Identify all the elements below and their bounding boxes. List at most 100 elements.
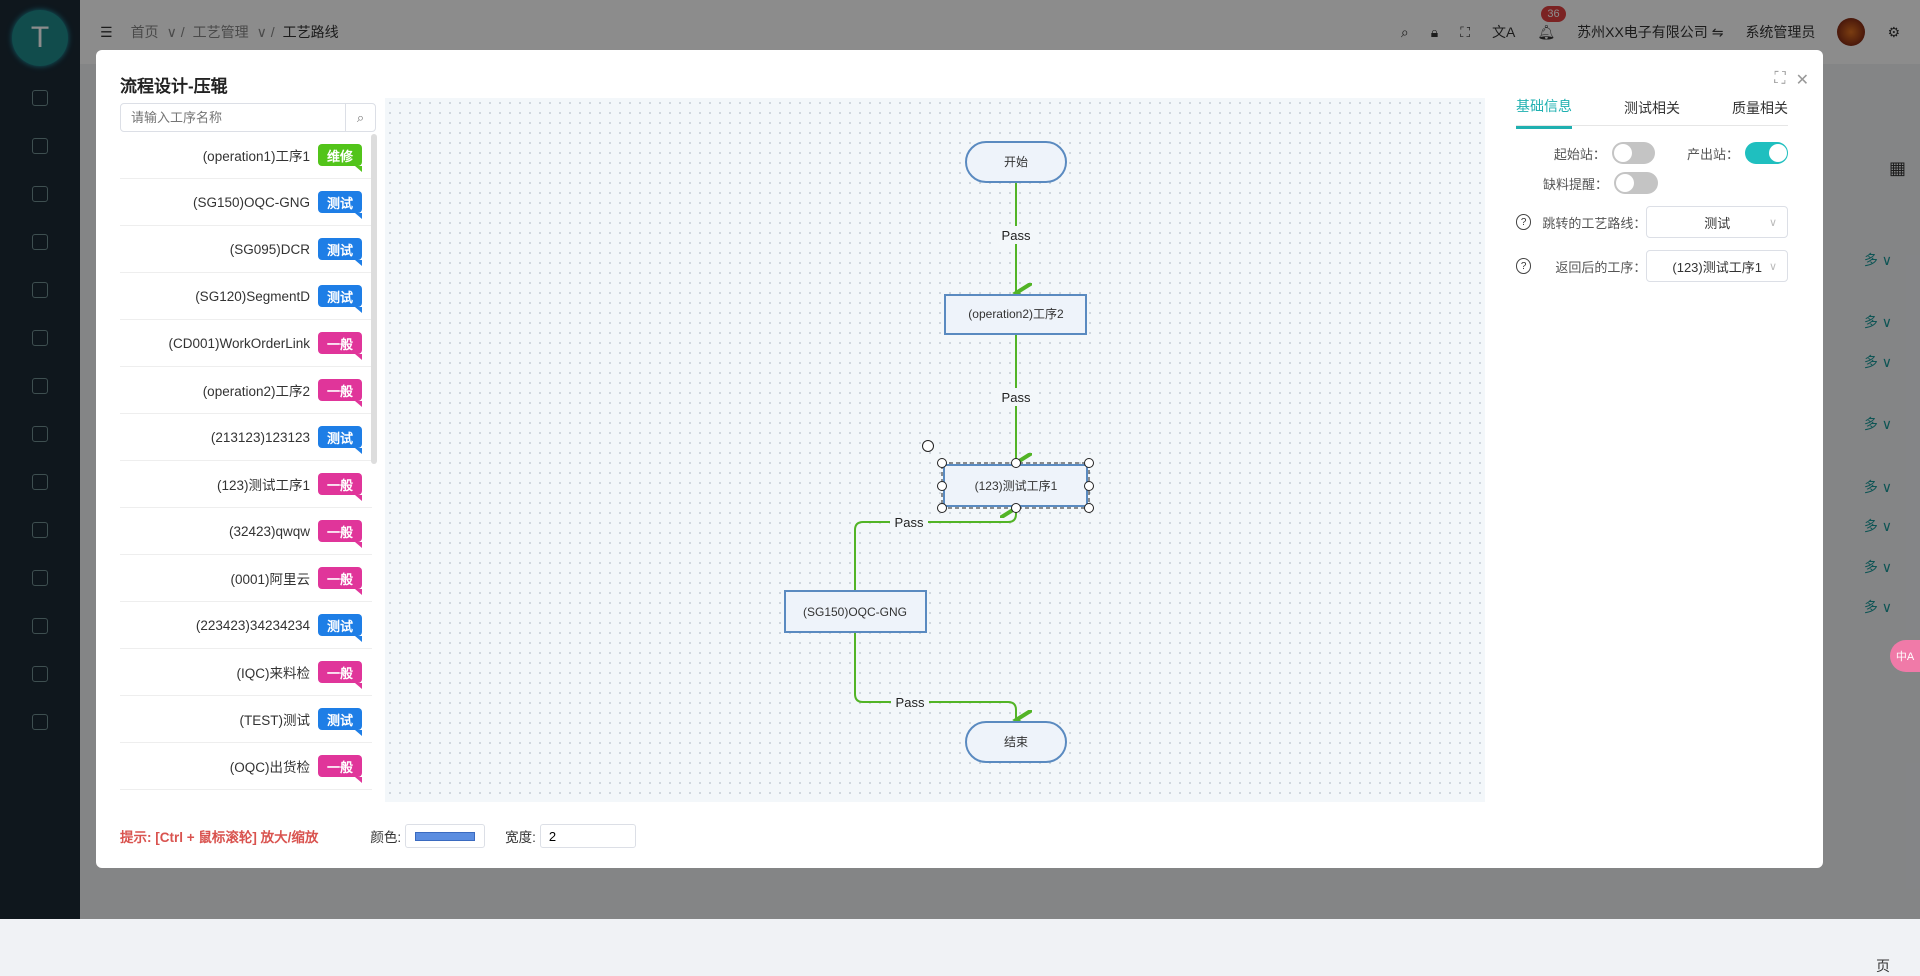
sidebar-menu-icon[interactable] — [32, 714, 48, 730]
operation-name: (SG095)DCR — [229, 241, 310, 257]
sidebar-menu-icon[interactable] — [32, 522, 48, 538]
end-node-label: 结束 — [1004, 735, 1028, 749]
more-actions-link[interactable]: 多 ∨ — [1863, 479, 1892, 495]
menu-toggle-icon[interactable]: ☰ — [100, 23, 113, 40]
operation-name: (SG150)OQC-GNG — [192, 194, 310, 210]
sidebar-menu-icon[interactable] — [32, 186, 48, 202]
sidebar-menu-icon[interactable] — [32, 570, 48, 586]
fullscreen-icon[interactable]: ⛶ — [1460, 23, 1470, 40]
sidebar-menu-icon[interactable] — [32, 138, 48, 154]
operation-name: (0001)阿里云 — [230, 572, 310, 587]
bell-icon[interactable]: 🔔︎36 — [1537, 5, 1566, 41]
shortage-toggle[interactable] — [1614, 172, 1658, 194]
operation-name: (213123)123123 — [210, 429, 310, 445]
sidebar-menu-icon[interactable] — [32, 618, 48, 634]
sg150-node-label: (SG150)OQC-GNG — [803, 605, 907, 619]
operation-list-item[interactable]: (SG095)DCR 测试 — [120, 226, 372, 273]
operation-type-tag: 测试 — [318, 285, 362, 313]
gear-icon[interactable]: ⚙ — [1887, 23, 1900, 40]
flow-canvas[interactable]: Pass Pass Pass Pass 开始 (operation2)工序2 (… — [385, 98, 1485, 802]
more-actions-link[interactable]: 多 ∨ — [1863, 559, 1892, 575]
start-node-label: 开始 — [1004, 155, 1028, 169]
flow-diagram[interactable]: Pass Pass Pass Pass 开始 (operation2)工序2 (… — [385, 98, 1485, 802]
operation2-node-label: (operation2)工序2 — [968, 306, 1064, 321]
avatar[interactable] — [1837, 18, 1866, 46]
operation-type-tag: 一般 — [318, 379, 362, 407]
operation-name: (SG120)SegmentD — [195, 288, 310, 304]
tab-quality[interactable]: 质量相关 — [1732, 99, 1788, 116]
breadcrumb-process[interactable]: 工艺管理 — [192, 24, 249, 40]
operation-search-input[interactable] — [121, 104, 345, 131]
operation-name: (OQC)出货检 — [229, 760, 310, 775]
jump-route-label: 跳转的工艺路线： — [1542, 215, 1647, 231]
edge-label: Pass — [896, 695, 925, 710]
operation-list-item[interactable]: (0001)阿里云一般 — [120, 555, 372, 602]
operation-name: (223423)34234234 — [195, 617, 310, 633]
operation-name: (operation2)工序2 — [202, 384, 310, 399]
line-color-picker[interactable] — [405, 824, 486, 848]
more-actions-link[interactable]: 多 ∨ — [1863, 354, 1892, 370]
translate-icon[interactable]: 文A — [1492, 24, 1516, 40]
list-scrollbar[interactable] — [371, 134, 377, 464]
translate-float-button[interactable]: 中A — [1890, 640, 1920, 672]
return-op-select[interactable]: (123)测试工序1∨ — [1646, 250, 1788, 282]
more-actions-link[interactable]: 多 ∨ — [1863, 599, 1892, 615]
grid-view-icon[interactable]: ▦ — [1888, 158, 1906, 178]
operation-list-item[interactable]: (223423)34234234 测试 — [120, 602, 372, 649]
start-station-label: 起始站： — [1553, 146, 1606, 162]
search-icon[interactable]: ⌕ — [1400, 23, 1409, 40]
operation-list-item[interactable]: (SG120)SegmentD 测试 — [120, 273, 372, 320]
close-icon[interactable]: ✕ — [1795, 72, 1809, 89]
maximize-icon[interactable]: ⛶ — [1774, 70, 1786, 87]
line-width-input[interactable] — [539, 824, 636, 848]
operation-type-tag: 测试 — [318, 614, 362, 642]
more-actions-link[interactable]: 多 ∨ — [1863, 518, 1892, 534]
sidebar-menu-icon[interactable] — [32, 666, 48, 682]
return-op-label: 返回后的工序： — [1555, 259, 1647, 275]
more-actions-link[interactable]: 多 ∨ — [1863, 416, 1892, 432]
sidebar-menu-icon[interactable] — [32, 282, 48, 298]
operation-type-tag: 测试 — [318, 238, 362, 266]
edge-label: Pass — [1002, 390, 1031, 405]
sidebar-menu-icon[interactable] — [32, 426, 48, 442]
search-icon[interactable]: ⌕ — [345, 104, 375, 131]
lock-icon[interactable]: 🔒︎ — [1430, 23, 1439, 40]
operation-list-item[interactable]: (TEST)测试测试 — [120, 696, 372, 743]
start-station-toggle[interactable] — [1611, 142, 1655, 164]
help-icon[interactable]: ? — [1516, 258, 1532, 274]
operation-type-tag: 一般 — [318, 755, 362, 783]
pager-suffix: 页 — [1876, 958, 1890, 974]
tab-test[interactable]: 测试相关 — [1624, 99, 1680, 116]
sidebar-menu-icon[interactable] — [32, 90, 48, 106]
app-logo[interactable]: T — [12, 10, 68, 66]
operation-list-item[interactable]: (OQC)出货检一般 — [120, 743, 372, 790]
sidebar-menu-icon[interactable] — [32, 234, 48, 250]
selection-handles — [922, 440, 1094, 513]
operation-name: (IQC)来料检 — [236, 666, 311, 681]
operation-type-tag: 维修 — [318, 144, 362, 172]
operation-type-tag: 一般 — [318, 473, 362, 501]
company-switch[interactable]: 苏州XX电子有限公司 ⇋ — [1577, 24, 1724, 40]
rotate-handle — [922, 440, 934, 452]
sidebar-menu-icon[interactable] — [32, 330, 48, 346]
help-icon[interactable]: ? — [1516, 214, 1532, 230]
operation-list-item[interactable]: (operation2)工序2 一般 — [120, 367, 372, 414]
operation-list-item[interactable]: (IQC)来料检一般 — [120, 649, 372, 696]
sidebar-menu-icon[interactable] — [32, 474, 48, 490]
sidebar-menu-icon[interactable] — [32, 378, 48, 394]
more-actions-link[interactable]: 多 ∨ — [1863, 252, 1892, 268]
user-name[interactable]: 系统管理员 — [1745, 24, 1816, 40]
breadcrumb-home[interactable]: 首页 — [130, 24, 159, 40]
more-actions-link[interactable]: 多 ∨ — [1863, 314, 1892, 330]
output-station-toggle[interactable] — [1744, 142, 1788, 164]
jump-route-select[interactable]: 测试∨ — [1646, 206, 1788, 238]
operation-search: ⌕ — [120, 103, 376, 132]
tab-basic-info[interactable]: 基础信息 — [1516, 96, 1572, 129]
sidebar: T — [0, 0, 80, 919]
